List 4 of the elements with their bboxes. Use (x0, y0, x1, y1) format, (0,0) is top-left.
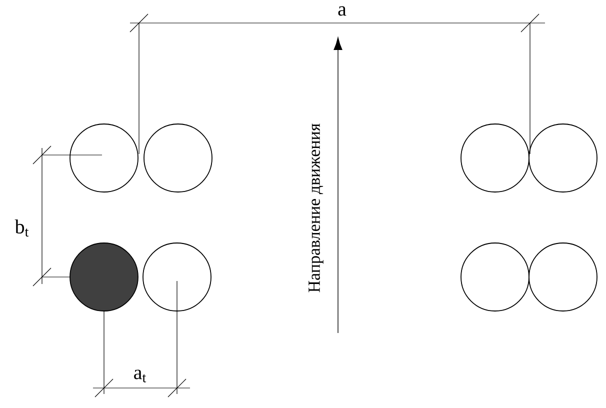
dimension-label: a (338, 6, 346, 16)
dimension-label: b$_{t}$ (14, 219, 29, 237)
dimension-label: Направление движения (308, 124, 324, 292)
dimension-label: a$_{t}$ (134, 370, 146, 382)
